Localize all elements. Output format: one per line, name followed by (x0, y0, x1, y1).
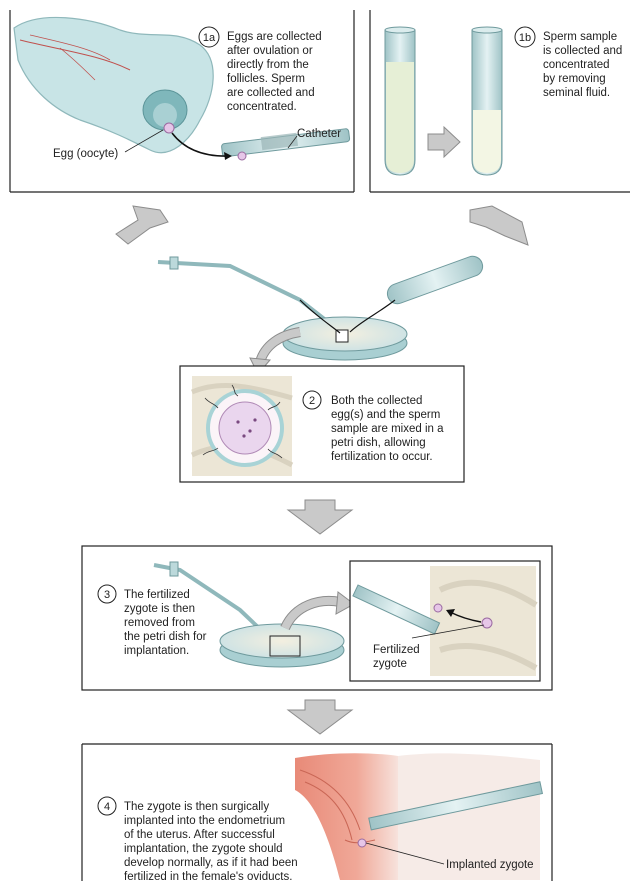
panel-4: Implanted zygote 4 The zygote is then su… (81, 743, 553, 881)
zygote-icon (481, 617, 493, 629)
step-1a-number: 1a (203, 32, 216, 44)
step-1b-number: 1b (519, 32, 531, 44)
arrow-down-icon-2 (286, 699, 354, 735)
fertilized-zygote-label: Fertilized zygote (373, 644, 423, 670)
panel-1a: Egg (oocyte) Catheter 1a Eggs are collec… (9, 10, 355, 193)
arrow-down-right-icon (469, 205, 529, 246)
implanted-zygote-label: Implanted zygote (446, 859, 534, 871)
step-4-text: The zygote is then surgically implanted … (124, 801, 301, 881)
egg-label: Egg (oocyte) (53, 148, 118, 160)
step-3-text: The fertilized zygote is then removed fr… (124, 589, 210, 657)
step-2-text: Both the collected egg(s) and the sperm … (331, 395, 447, 463)
arrow-down-left-icon (115, 205, 169, 245)
panel-3: 3 The fertilized zygote is then removed … (81, 545, 553, 691)
step-4-number: 4 (104, 801, 110, 813)
catheter-icon (221, 128, 351, 161)
step-2-number: 2 (309, 395, 315, 407)
step-3-number: 3 (104, 589, 110, 601)
arrow-icon (427, 125, 461, 159)
panel-1b: 1b Sperm sample is collected and concent… (369, 10, 630, 193)
uterus-illustration (295, 753, 540, 880)
panel-2: 2 Both the collected egg(s) and the sper… (179, 365, 465, 483)
step-1b-text: Sperm sample is collected and concentrat… (543, 31, 625, 99)
arrow-down-icon-1 (286, 499, 354, 535)
test-tube-before (384, 26, 416, 176)
ovary-illustration (13, 16, 214, 154)
implant-catheter (368, 781, 544, 831)
fertilization-illustration (190, 376, 294, 476)
step-1a-text: Eggs are collected after ovulation or di… (227, 31, 325, 113)
catheter-label: Catheter (297, 128, 341, 140)
egg-icon (163, 122, 175, 134)
mixing-illustration (115, 205, 529, 375)
test-tube-after (471, 26, 503, 176)
